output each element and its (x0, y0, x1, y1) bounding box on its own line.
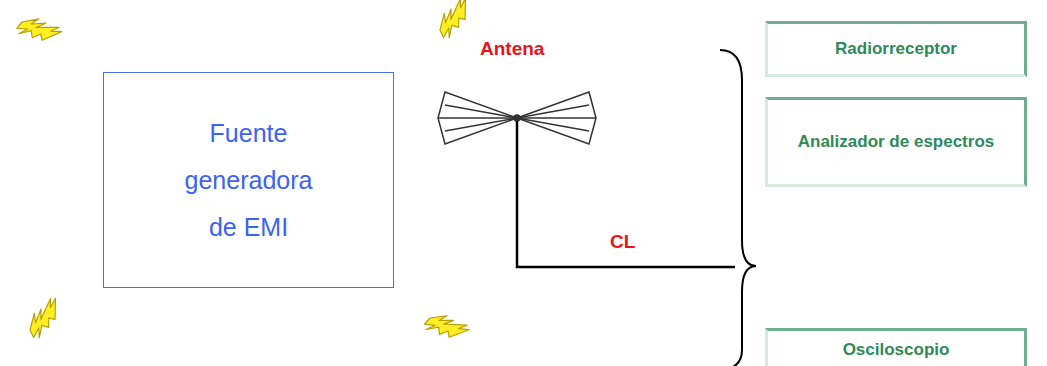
box-text: Analizador de espectros (798, 127, 995, 157)
lightning-bolt (15, 11, 63, 50)
instrument-box: Osciloscopio (765, 328, 1027, 366)
box-text: Fuente generadora de EMI (174, 110, 324, 251)
lightning-bolt (423, 307, 471, 347)
lightning-bolt (431, 0, 478, 40)
lightning-bolt (21, 296, 68, 341)
instrument-box: Analizador de espectros (765, 97, 1027, 187)
cable-label: CL (608, 231, 637, 253)
cable-line (517, 121, 735, 267)
antenna-label: Antena (478, 38, 546, 60)
instrument-box: Radiorreceptor (765, 21, 1027, 77)
source-box: Fuente generadora de EMI (103, 72, 394, 288)
brace (720, 50, 756, 366)
box-text: Osciloscopio (843, 335, 950, 365)
box-text: Radiorreceptor (835, 34, 957, 64)
